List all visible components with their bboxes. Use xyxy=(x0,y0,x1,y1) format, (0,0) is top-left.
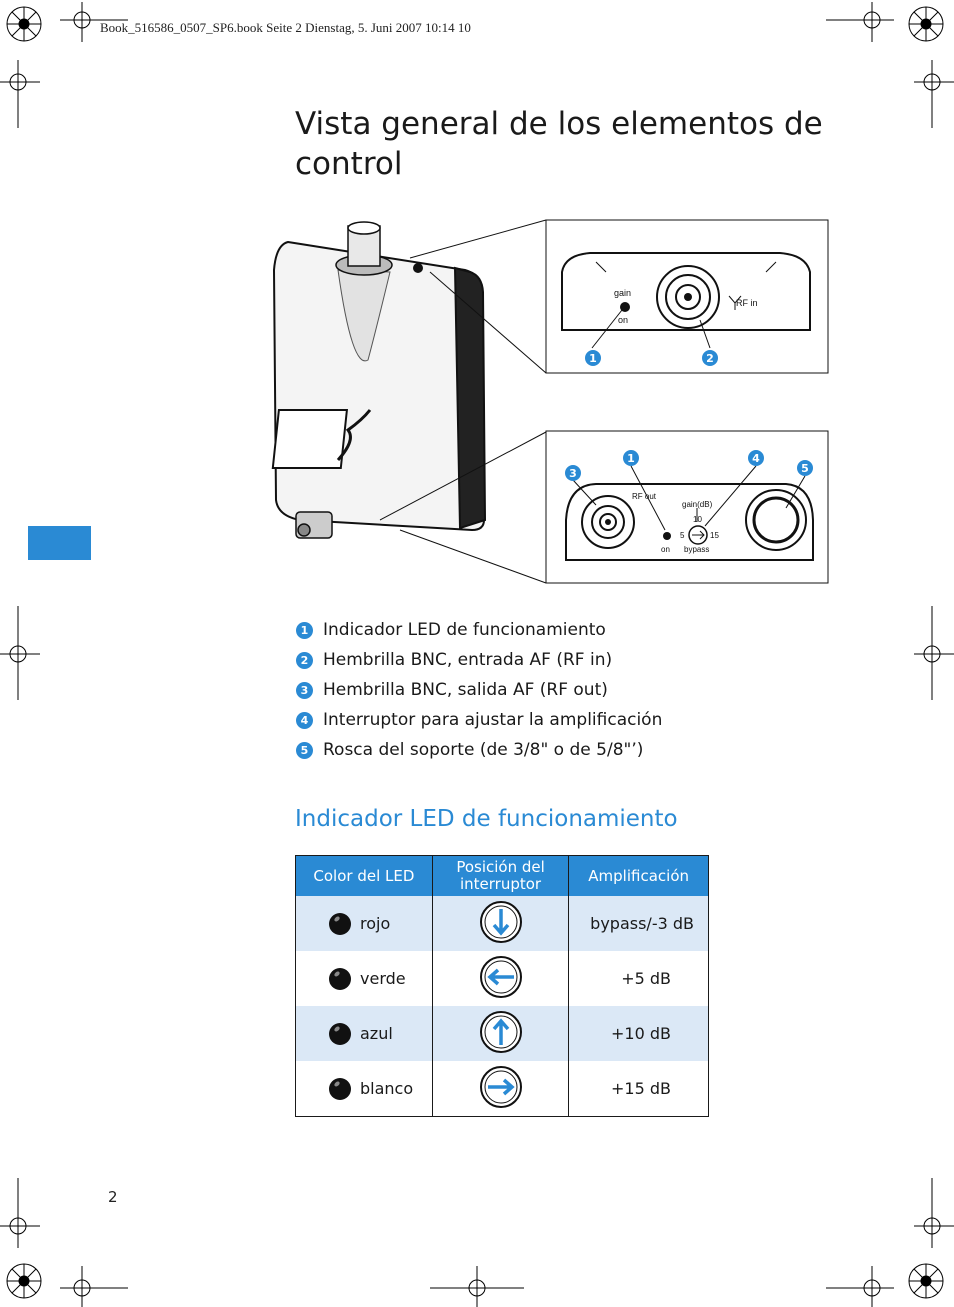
number-badge-icon: 5 xyxy=(296,741,313,759)
arrow-left-icon xyxy=(479,955,522,998)
led-color-label: blanco xyxy=(360,1079,414,1098)
bnc-connector-bottom xyxy=(295,511,333,539)
callout-1-bottom: 1 xyxy=(623,450,639,466)
callout-3: 3 xyxy=(565,465,581,481)
number-badge-icon: 1 xyxy=(296,621,313,639)
amplification-value: +15 dB xyxy=(568,1061,709,1117)
header-amplification: Amplificación xyxy=(568,855,709,896)
starburst-icon xyxy=(908,1263,944,1299)
legend-label: Interruptor para ajustar la amplificació… xyxy=(323,710,663,730)
amplification-value: +10 dB xyxy=(568,1006,709,1061)
legend-label: Hembrilla BNC, entrada AF (RF in) xyxy=(323,650,613,670)
legend-label: Hembrilla BNC, salida AF (RF out) xyxy=(323,680,608,700)
starburst-icon xyxy=(908,6,944,42)
inset-gain-label: gain xyxy=(614,288,631,298)
print-header: Book_516586_0507_SP6.book Seite 2 Dienst… xyxy=(100,20,471,35)
header-switch-position: Posición del interruptor xyxy=(432,855,570,896)
inset-gain-db-label: gain(dB) xyxy=(682,500,713,509)
led-color-label: rojo xyxy=(360,914,391,933)
led-icon xyxy=(329,1077,351,1100)
number-badge-icon: 4 xyxy=(296,711,313,729)
inset-on-label-bottom: on xyxy=(661,545,670,554)
legend-label: Rosca del soporte (de 3/8" o de 5/8"’) xyxy=(323,740,644,760)
svg-text:4: 4 xyxy=(752,452,760,465)
svg-text:5: 5 xyxy=(801,462,809,475)
starburst-icon xyxy=(6,1263,42,1299)
number-badge-icon: 2 xyxy=(296,651,313,669)
svg-text:2: 2 xyxy=(706,352,714,365)
table-row: rojo bypass/-3 dB xyxy=(295,896,709,951)
table-row: verde +5 dB xyxy=(295,951,709,1006)
arrow-down-icon xyxy=(479,900,522,943)
top-inset xyxy=(545,219,829,374)
amplification-value: bypass/-3 dB xyxy=(568,896,709,951)
inset-rf-out-label: RF out xyxy=(632,492,657,501)
device-led xyxy=(413,263,423,273)
led-icon xyxy=(329,1022,351,1045)
bnc-connector-top xyxy=(335,221,393,276)
svg-text:1: 1 xyxy=(589,352,597,365)
table-header-row: Color del LED Posición del interruptor A… xyxy=(295,855,709,896)
legend-item: 1 Indicador LED de funcionamiento xyxy=(296,615,662,645)
scale-5: 5 xyxy=(680,531,685,540)
table-row: azul +10 dB xyxy=(295,1006,709,1061)
scale-15: 15 xyxy=(710,531,719,540)
led-color-label: verde xyxy=(360,969,406,988)
page-title: Vista general de los elementos de contro… xyxy=(295,106,823,182)
svg-text:3: 3 xyxy=(569,467,577,480)
page-number: 2 xyxy=(108,1188,118,1206)
led-table: Color del LED Posición del interruptor A… xyxy=(295,855,709,1117)
table-row: blanco +15 dB xyxy=(295,1061,709,1117)
legend-item: 3 Hembrilla BNC, salida AF (RF out) xyxy=(296,675,662,705)
led-icon xyxy=(329,967,351,990)
callout-2: 2 xyxy=(702,350,718,366)
led-color-label: azul xyxy=(360,1024,393,1043)
starburst-icon xyxy=(6,6,42,42)
arrow-right-icon xyxy=(479,1065,522,1108)
svg-text:1: 1 xyxy=(627,452,635,465)
bottom-inset xyxy=(545,430,829,584)
section-title: Indicador LED de funcionamiento xyxy=(295,806,678,832)
scale-10: 10 xyxy=(693,515,702,524)
legend-label: Indicador LED de funcionamiento xyxy=(323,620,606,640)
callout-4: 4 xyxy=(748,450,764,466)
amplification-value: +5 dB xyxy=(568,951,709,1006)
inset-bypass-label: bypass xyxy=(684,545,709,554)
header-led-color: Color del LED xyxy=(295,855,433,896)
arrow-up-icon xyxy=(479,1010,522,1053)
inset-rf-in-label: RF in xyxy=(736,298,758,308)
inset-on-label: on xyxy=(618,315,628,325)
callout-5: 5 xyxy=(797,460,813,476)
legend-item: 5 Rosca del soporte (de 3/8" o de 5/8"’) xyxy=(296,735,662,765)
led-icon xyxy=(329,912,351,935)
callout-1-top: 1 xyxy=(585,350,601,366)
number-badge-icon: 3 xyxy=(296,681,313,699)
legend-item: 4 Interruptor para ajustar la amplificac… xyxy=(296,705,662,735)
element-legend: 1 Indicador LED de funcionamiento 2 Hemb… xyxy=(296,615,662,765)
device-body xyxy=(271,240,487,532)
chapter-tab xyxy=(28,526,91,560)
legend-item: 2 Hembrilla BNC, entrada AF (RF in) xyxy=(296,645,662,675)
